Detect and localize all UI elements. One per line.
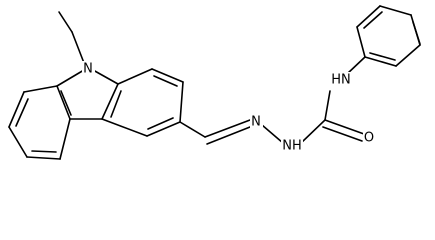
bond-left-ring-double-b bbox=[31, 150, 57, 153]
n-imine-bg bbox=[250, 114, 263, 130]
n-imine-label: N bbox=[251, 115, 261, 130]
bond-n-c9a bbox=[56, 69, 85, 87]
bond-left-ring-double-a bbox=[15, 98, 29, 127]
bond-left-ring-5 bbox=[59, 118, 71, 160]
bond-ethyl-ch3-ch2 bbox=[58, 11, 73, 33]
bond-carbonyl-o bbox=[324, 119, 365, 135]
bond-carbonyl-nh bbox=[324, 90, 331, 121]
bond-right-ring-5 bbox=[101, 118, 148, 137]
bond-phenyl-double-c bbox=[369, 52, 396, 61]
o-carbonyl-label: O bbox=[364, 131, 374, 146]
bond-nh-carbonyl bbox=[300, 119, 326, 144]
nh-hydrazide-label: NH bbox=[282, 139, 302, 154]
bond-left-ring-double-c bbox=[60, 90, 72, 116]
bond-nh-phenyl bbox=[346, 56, 366, 75]
bond-phenyl-6 bbox=[364, 56, 397, 67]
o-carbonyl-bg bbox=[363, 130, 376, 146]
bond-n-c8a bbox=[92, 69, 119, 85]
nh-anilide-bg bbox=[330, 72, 352, 88]
bond-c8a-c4b bbox=[101, 83, 119, 120]
bond-left-ring-1 bbox=[23, 85, 58, 93]
bond-right-ring-2 bbox=[151, 68, 184, 83]
atom-labels-layer: N N NH HN O bbox=[82, 61, 376, 154]
n-carbazole-label: N bbox=[83, 62, 93, 77]
bond-ch-n-imine bbox=[204, 119, 251, 138]
bond-right-ring-double-b bbox=[147, 117, 174, 130]
n-carbazole-bg bbox=[82, 61, 95, 77]
bond-left-ring-2 bbox=[8, 91, 25, 128]
bond-c9a-c9b bbox=[56, 85, 71, 120]
bond-right-ring-3 bbox=[179, 81, 184, 123]
bond-ethyl-ch2-n bbox=[71, 31, 85, 64]
bond-phenyl-double-a bbox=[363, 11, 383, 29]
bond-right-ring-4 bbox=[146, 121, 181, 137]
bond-phenyl-3 bbox=[379, 5, 412, 16]
bond-phenyl-1 bbox=[356, 26, 366, 58]
bonds-layer bbox=[8, 5, 421, 160]
bond-phenyl-2 bbox=[356, 5, 381, 28]
bond-c3-ch bbox=[179, 121, 206, 138]
bond-carbonyl-o-double bbox=[322, 126, 363, 142]
bond-right-ring-double-c bbox=[110, 90, 122, 118]
bond-phenyl-5 bbox=[395, 44, 421, 67]
nh-hydrazide-bg bbox=[281, 138, 303, 154]
nh-anilide-label: HN bbox=[331, 73, 351, 88]
bond-ch-n-imine-double bbox=[206, 126, 251, 145]
bond-n-imine-nh bbox=[261, 124, 284, 144]
bond-left-ring-4 bbox=[26, 156, 61, 160]
bond-right-ring-1 bbox=[117, 68, 153, 85]
bond-phenyl-double-b bbox=[412, 21, 421, 45]
bond-left-ring-3 bbox=[8, 126, 28, 158]
structure-canvas: N N NH HN O bbox=[8, 5, 421, 160]
bond-right-ring-double-a bbox=[153, 75, 178, 87]
